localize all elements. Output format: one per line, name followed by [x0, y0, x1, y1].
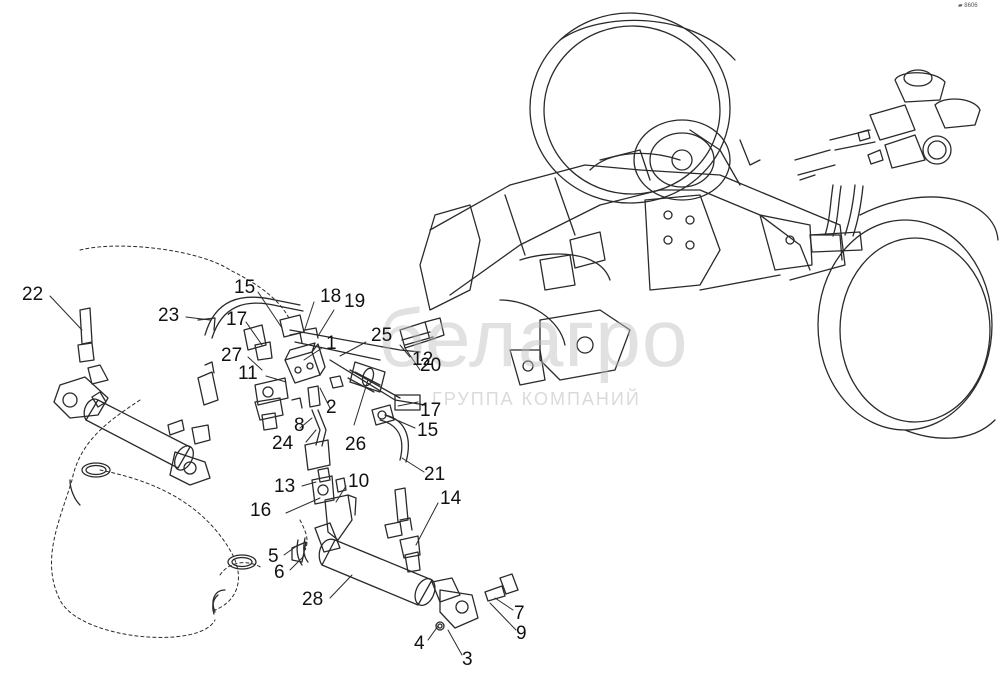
- callout-6: 6: [274, 562, 285, 583]
- callout-28: 28: [302, 589, 324, 610]
- hydraulic-couplers: [794, 69, 981, 253]
- callout-15-upper: 15: [234, 277, 256, 298]
- callout-18: 18: [320, 286, 342, 307]
- callout-11: 11: [238, 363, 258, 384]
- callout-16: 16: [250, 500, 272, 521]
- callout-9: 9: [516, 623, 527, 644]
- rear-wheel-right: [817, 196, 999, 439]
- callout-7: 7: [514, 603, 525, 624]
- callout-26: 26: [345, 434, 367, 455]
- callout-4: 4: [414, 633, 425, 654]
- callout-22: 22: [22, 284, 44, 305]
- callout-24: 24: [272, 433, 294, 454]
- callout-12: 12: [412, 349, 434, 370]
- tractor-chassis: [419, 129, 846, 386]
- rear-wheel-upper: [529, 12, 736, 204]
- callout-20: 20: [420, 355, 442, 376]
- callout-25: 25: [371, 325, 393, 346]
- callout-8: 8: [294, 415, 305, 436]
- callout-leaders: [49, 291, 517, 656]
- callout-13: 13: [274, 476, 296, 497]
- callout-3: 3: [462, 649, 473, 670]
- watermark-tagline: ГРУППА КОМПАНИЙ: [432, 389, 641, 409]
- valve-block-assembly: [243, 314, 357, 541]
- callout-19: 19: [344, 291, 366, 312]
- callout-5: 5: [268, 546, 279, 567]
- hydraulic-cylinder-lower: [291, 521, 519, 631]
- callout-17-lower: 17: [420, 400, 442, 421]
- callout-14: 14: [440, 488, 462, 509]
- callout-21: 21: [424, 464, 446, 485]
- tractor-outline: [419, 12, 999, 439]
- callout-17-upper: 17: [226, 309, 248, 330]
- callout-27: 27: [221, 345, 243, 366]
- callout-23: 23: [158, 305, 180, 326]
- hydraulic-cylinder-upper: [53, 307, 219, 486]
- callout-1: 1: [326, 333, 337, 354]
- watermark-brand: белагро: [378, 293, 689, 384]
- corner-mark: ▰ 8606: [958, 3, 978, 9]
- pipe-fittings: [291, 317, 445, 531]
- callout-15-lower: 15: [417, 420, 439, 441]
- hydraulic-lines: [51, 245, 434, 638]
- callout-10: 10: [348, 471, 370, 492]
- callout-2: 2: [326, 397, 337, 418]
